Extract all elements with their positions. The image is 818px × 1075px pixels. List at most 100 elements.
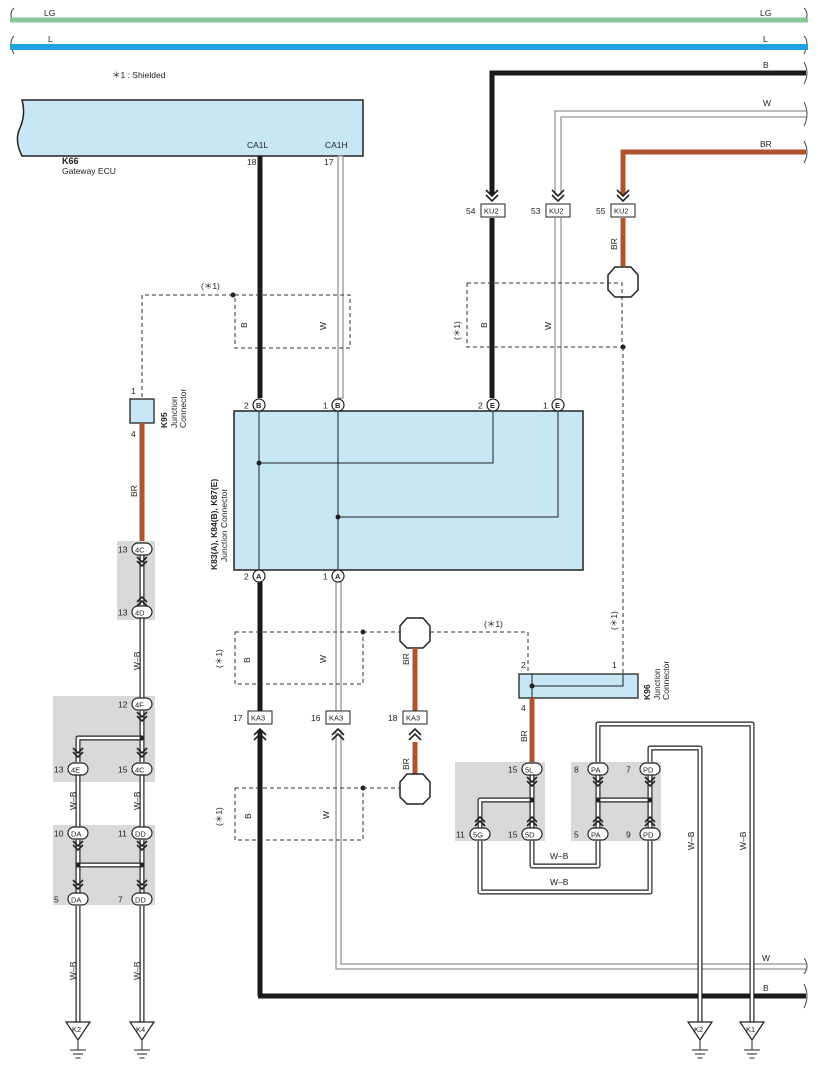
ground-label: K1 [746,1025,755,1034]
splice-dot [230,292,236,298]
chevron-down-icon [485,189,499,203]
chevron-up-icon [331,727,345,741]
splice-dot [75,862,81,868]
connector-pill: DD7 [118,892,153,906]
jc-pin: A1 [323,569,345,583]
jc-pin-letter: E [555,401,560,410]
b-label: B [479,322,489,328]
jc-pin-number: 2 [244,572,249,582]
pill-pin: 15 [118,765,128,775]
chevron-down-icon [551,189,565,203]
jc-pin-circle [331,569,345,583]
w-wire-segment [335,730,806,970]
pill-pin: 13 [118,608,128,618]
ka3-pin: 16 [311,713,321,723]
ka3-box [247,710,273,725]
w-label-top: W [763,98,771,108]
w-label: W [318,322,328,330]
w-b-label: W–B [132,651,142,670]
ku2-pin: 54 [466,206,476,216]
shield-legend: ＊1 : Shielded [112,70,166,80]
chevron-down-icon [592,776,604,788]
jc-pin-number: 2 [244,401,249,411]
lg-bus: LG LG [10,7,808,23]
ka3-box [325,710,351,725]
gateway-ecu: CA1L CA1H 18 17 K66 Gateway ECU [16,99,364,176]
pill-shape [131,605,153,619]
ku2-connector-53: KU2 53 [531,203,571,218]
ka3-pin: 18 [388,713,398,723]
jc-pin-number: 2 [478,401,483,411]
b-label: B [242,657,252,663]
jc-pin-number: 1 [323,572,328,582]
w-b-wire-core [648,746,702,1022]
shield-box [234,787,364,841]
w-b-wire-core [530,841,600,868]
pill-pin: 15 [508,830,518,840]
lg-label-right: LG [760,8,771,18]
pill-label: 5L [525,765,533,774]
ku2-connector-55: KU2 55 [596,203,636,218]
pill-pin: 7 [626,765,631,775]
w-b-wire-core [596,722,754,1022]
k95-id: K95 [159,412,169,428]
chevron-down-icon [136,840,148,852]
shield-mark: (＊1) [484,619,503,629]
w-b-wire-core [478,798,532,828]
shield-mark: (＊1) [452,321,462,340]
ecu-pin-17: 17 [324,157,334,167]
pill-pin: 9 [626,830,631,840]
w-wire-segment [335,581,342,713]
jc-pin-circle [331,398,345,412]
pill-shape [469,827,491,841]
jc-pin-circle [252,398,266,412]
pill-label: 4F [135,700,144,709]
w-b-label: W–B [68,961,78,980]
ecu-name: Gateway ECU [62,166,116,176]
ka3-connectors: KA3 17 KA3 16 KA3 18 [233,710,428,741]
chevron-down-icon [72,840,84,852]
connector-pill: DA5 [54,892,89,906]
bus-break-right [803,35,808,55]
w-label: W [321,811,331,819]
jc-internal-line [259,411,494,464]
shield-ground-octagon [399,617,431,649]
wire-break [803,140,808,164]
jc-pin-letter: B [335,401,341,410]
connector-pill: PD7 [626,762,661,776]
shield-drain [141,294,233,398]
splice-dot [529,797,535,803]
ground-label: K4 [136,1025,145,1034]
jc-name: Junction Connector [219,489,229,562]
splice-dot [139,862,145,868]
pill-shape [521,827,543,841]
k95-box [129,398,155,424]
pill-label: PA [591,830,600,839]
jc-pin-letter: A [335,572,341,581]
splice-dot [256,460,262,466]
splice-dot [595,797,601,803]
pill-pin: 8 [574,765,579,775]
b-label-bottom: B [763,983,769,993]
chevron-down-icon [72,879,84,891]
pill-label: DD [135,829,146,838]
ku2-label: KU2 [484,207,499,216]
pill-shape [587,762,609,776]
l-label-right: L [763,34,768,44]
ecu-pin-label-ca1l: CA1L [247,140,269,150]
bus-break-left [10,35,15,55]
w-wire-segment [554,110,806,195]
pill-pin: 10 [54,829,64,839]
chevron-down-icon [136,711,148,723]
pill-pin: 15 [508,765,518,775]
b-label-top: B [763,60,769,70]
ka3-label: KA3 [251,714,265,723]
br-label: BR [401,758,411,770]
w-b-label: W–B [132,791,142,810]
pill-label: 4C [135,765,145,774]
jc-pin: E1 [543,398,565,412]
b-label: B [243,813,253,819]
